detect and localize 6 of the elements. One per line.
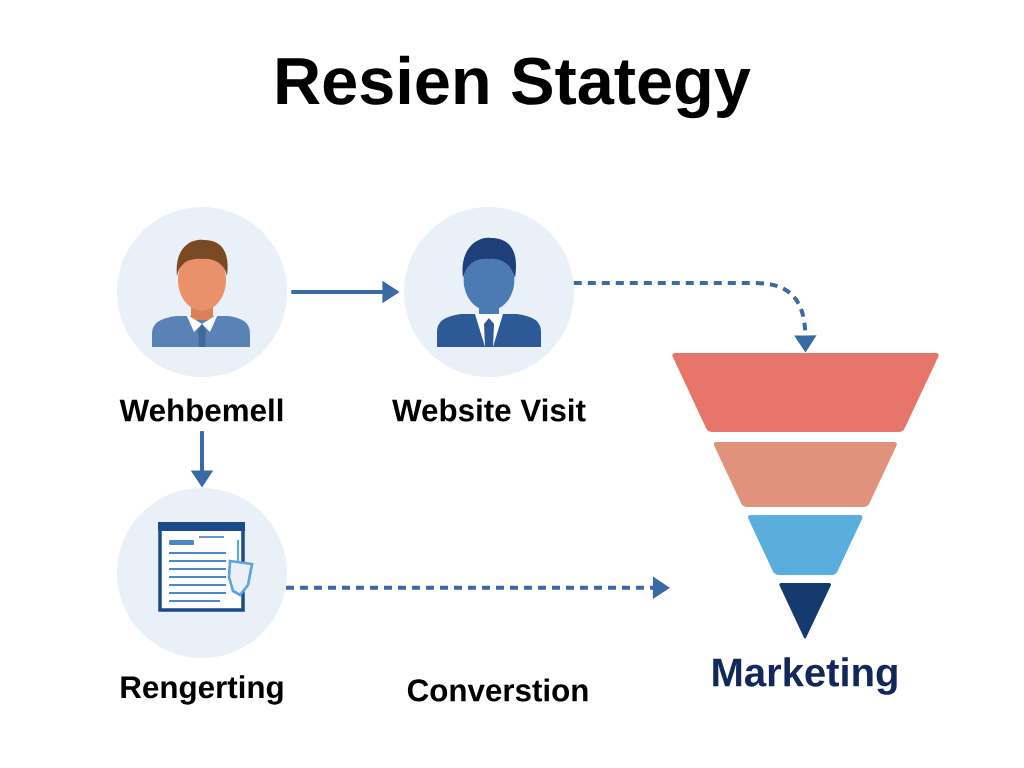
node-label: Marketing xyxy=(713,657,897,695)
node-label: Rengerting xyxy=(121,675,283,705)
title: Resien Stategy xyxy=(277,55,751,119)
node-label: Website Visit xyxy=(392,398,586,422)
node-label: Wehbemell xyxy=(119,398,283,422)
text-label: Converstion xyxy=(407,678,588,702)
